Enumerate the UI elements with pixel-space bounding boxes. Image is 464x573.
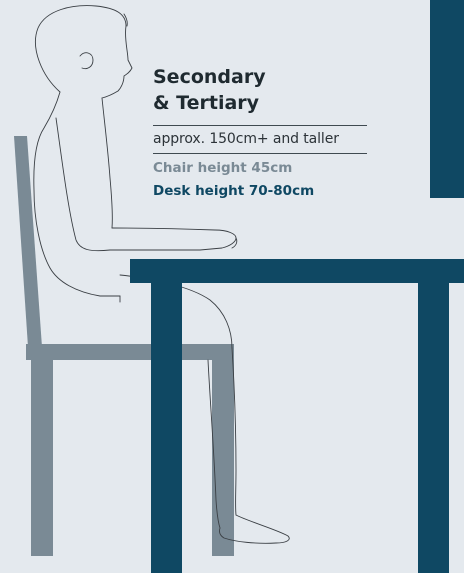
chair-backrest [14, 136, 42, 347]
desk-leg-right [418, 282, 449, 573]
education-level-title: Secondary & Tertiary [153, 64, 368, 116]
height-range-note: approx. 150cm+ and taller [153, 126, 368, 153]
chair-front-leg-left [31, 359, 53, 556]
title-line-1: Secondary [153, 64, 368, 90]
chair-front-leg-right [212, 359, 234, 556]
title-line-2: & Tertiary [153, 90, 368, 116]
desk-height-label: Desk height 70-80cm [153, 182, 368, 200]
chair-seat [26, 344, 234, 360]
wall-panel [430, 0, 464, 198]
chair-height-label: Chair height 45cm [153, 159, 368, 177]
desk-leg-left [151, 282, 182, 573]
caption-block: Secondary & Tertiary approx. 150cm+ and … [153, 64, 368, 200]
desk-top [130, 259, 464, 283]
divider-bottom [153, 153, 367, 154]
desk [130, 259, 464, 573]
